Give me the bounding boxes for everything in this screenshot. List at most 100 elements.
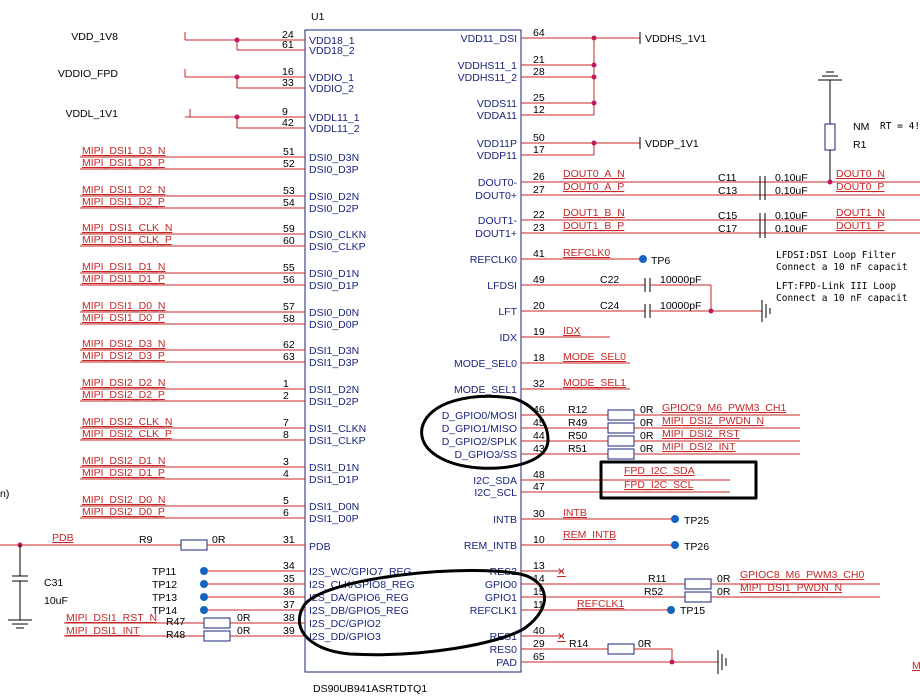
pin-name: DSI0_CLKN xyxy=(309,229,366,241)
pin-name: REFCLK1 xyxy=(470,605,517,617)
pin-number: 55 xyxy=(283,262,295,274)
note-lft-2: Connect a 10 nF capacit xyxy=(776,293,908,304)
pin-number: 57 xyxy=(283,301,295,313)
pin-name: REFCLK0 xyxy=(470,254,517,266)
cap-c22-val: 10000pF xyxy=(660,274,701,286)
resistor-value: 0R xyxy=(640,404,654,416)
r52-label: R52 xyxy=(644,586,663,598)
pin-number: 31 xyxy=(283,534,295,546)
cap-c13: C13 xyxy=(718,185,737,197)
pin-number: 27 xyxy=(533,184,545,196)
tp26-label: TP26 xyxy=(684,541,709,553)
pin-name: DSI0_D0N xyxy=(309,307,359,319)
dsi-net-label: MIPI_DSI2_D1_P xyxy=(82,467,165,479)
pin-number: 20 xyxy=(533,300,545,312)
dsi-net-label: MIPI_DSI2_D2_N xyxy=(82,377,165,389)
pin-name: DSI1_D3P xyxy=(309,357,359,369)
pin-number: 56 xyxy=(283,274,295,286)
dsi-net-label: MIPI_DSI1_D1_N xyxy=(82,261,165,273)
cap-val-1: 0.10uF xyxy=(775,172,808,184)
pin-number: 44 xyxy=(533,430,545,442)
dsi-net-label: MIPI_DSI1_D1_P xyxy=(82,273,165,285)
pin-number: 46 xyxy=(533,404,545,416)
r52-val: 0R xyxy=(717,586,731,598)
pin-name: VDDA11 xyxy=(477,110,517,122)
pin-number: 29 xyxy=(533,638,545,650)
test-point-label: TP14 xyxy=(152,605,177,617)
power-net-label: VDDP_1V1 xyxy=(645,138,699,150)
pin-number: 12 xyxy=(533,104,545,116)
net-dout0-a-p: DOUT0_A_P xyxy=(563,181,624,193)
resistor xyxy=(607,448,635,460)
dsi-net-label: MIPI_DSI2_D1_N xyxy=(82,455,165,467)
net-refclk1: REFCLK1 xyxy=(577,598,624,610)
cap-c24-val: 10000pF xyxy=(660,300,701,312)
pin-name: IDX xyxy=(499,332,517,344)
pin-number: 59 xyxy=(283,223,295,235)
net-dout1-b-n: DOUT1_B_N xyxy=(563,207,625,219)
pin-number: 5 xyxy=(283,495,289,507)
net-dout1-p: DOUT1_P xyxy=(836,220,884,232)
output-section: DOUT0_A_N DOUT0_A_P DOUT1_B_N DOUT1_B_P … xyxy=(297,71,920,674)
r11-val: 0R xyxy=(717,573,731,585)
coupling-caps xyxy=(759,176,766,238)
pin-number: 9 xyxy=(282,106,288,118)
nc-res1: ✕ xyxy=(557,631,566,643)
pin-number: 6 xyxy=(283,507,289,519)
pin-number: 16 xyxy=(282,66,294,78)
net-dout1-n: DOUT1_N xyxy=(836,207,885,219)
pin-name: I2S_DA/GPIO6_REG xyxy=(309,592,409,604)
pin-name: INTB xyxy=(493,514,517,526)
dsi-net-label: MIPI_DSI2_D3_P xyxy=(82,350,165,362)
pin-number: 10 xyxy=(533,534,545,546)
pin-name: I2C_SDA xyxy=(473,475,517,487)
pin-number: 36 xyxy=(283,586,295,598)
net-dout1-b-p: DOUT1_B_P xyxy=(563,220,624,232)
c31-val: 10uF xyxy=(44,595,68,607)
power-net-label: VDDHS_1V1 xyxy=(645,33,706,45)
test-point xyxy=(200,567,208,575)
pin-name: DOUT1+ xyxy=(475,228,517,240)
edge-m-label: M xyxy=(912,660,920,672)
gpio-net-label: MIPI_DSI1_INT xyxy=(66,625,140,637)
dsi-net-label: MIPI_DSI1_D3_P xyxy=(82,157,165,169)
pin-number: 34 xyxy=(283,560,295,572)
resistor-ref: R50 xyxy=(568,430,587,442)
pin-number: 26 xyxy=(533,171,545,183)
pin-number: 39 xyxy=(283,625,295,637)
pin-name: DSI1_CLKN xyxy=(309,423,366,435)
pin-name: DSI0_D3N xyxy=(309,152,359,164)
test-point-label: TP11 xyxy=(152,566,176,578)
cap-c17: C17 xyxy=(718,223,737,235)
pin-name: GPIO1 xyxy=(485,592,517,604)
pin-number: 15 xyxy=(533,586,545,598)
pin-name: VDDHS11_2 xyxy=(458,72,517,84)
gpio-net-label: MIPI_DSI1_RST_N xyxy=(66,612,157,624)
net-intb: INTB xyxy=(563,507,587,519)
chip-ref: U1 xyxy=(311,11,325,23)
pin-name: LFT xyxy=(498,306,517,318)
pin-number: 7 xyxy=(283,417,289,429)
pin-name: I2S_DC/GPIO2 xyxy=(309,618,381,630)
pin-number: 37 xyxy=(283,599,295,611)
power-net-label: VDD_1V8 xyxy=(71,31,118,43)
pin-name: PDB xyxy=(309,541,331,553)
pin-name: VDD18_2 xyxy=(309,45,355,57)
pin-number: 11 xyxy=(533,599,544,611)
note-lfdsi: LFDSI:DSI Loop Filter xyxy=(776,250,896,261)
pin-number: 8 xyxy=(283,429,289,441)
note-lft: LFT:FPD-Link III Loop xyxy=(776,281,896,292)
net-dout0-a-n: DOUT0_A_N xyxy=(563,168,625,180)
pin-number: 50 xyxy=(533,132,545,144)
pin-name: I2S_DD/GPIO3 xyxy=(309,631,381,643)
pin-number: 3 xyxy=(283,456,289,468)
pin-number: 32 xyxy=(533,378,545,390)
pin-name: DOUT1- xyxy=(478,215,518,227)
test-point xyxy=(200,580,208,588)
gpio-annotation-loop xyxy=(420,394,550,470)
pin-name: DSI1_D2P xyxy=(309,396,359,408)
net-pdb: PDB xyxy=(52,532,74,544)
cap-c22: C22 xyxy=(600,274,619,286)
pin-name: DSI0_D1P xyxy=(309,280,359,292)
pin-name: GPIO0 xyxy=(485,579,517,591)
